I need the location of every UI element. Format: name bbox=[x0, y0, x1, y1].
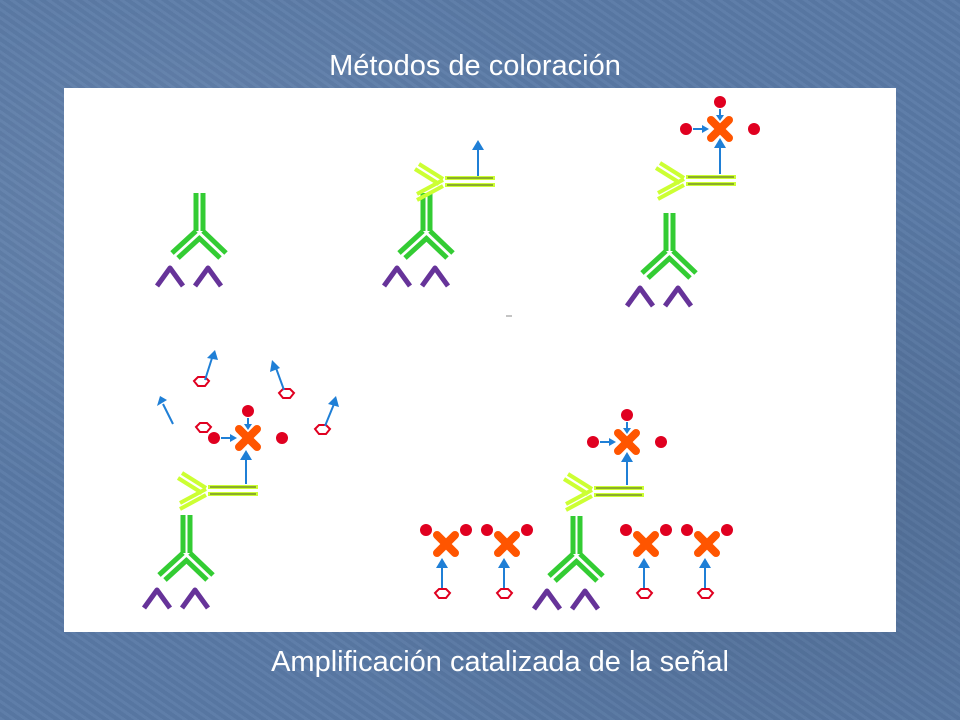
tyramide-icon bbox=[420, 524, 472, 599]
tyramide-icon bbox=[270, 360, 295, 399]
secondary-antibody-icon bbox=[654, 161, 738, 201]
amplification-figure-right bbox=[420, 409, 733, 609]
direct-method-figure bbox=[157, 193, 226, 286]
tyramide-icon bbox=[620, 524, 672, 599]
primary-antibody-icon bbox=[399, 193, 453, 258]
antigen-icon bbox=[534, 591, 598, 609]
primary-antibody-icon bbox=[642, 213, 696, 278]
enzyme-complex-icon bbox=[208, 405, 288, 447]
antigen-icon bbox=[627, 288, 691, 306]
slide-title: Métodos de coloración bbox=[329, 50, 621, 82]
antigen-icon bbox=[157, 268, 221, 286]
primary-antibody-icon bbox=[159, 515, 213, 580]
amplification-figure-left bbox=[144, 350, 339, 608]
diagram-panel bbox=[64, 88, 896, 632]
indirect-method-figure bbox=[384, 140, 497, 286]
tyramide-icon bbox=[481, 524, 533, 599]
primary-antibody-icon bbox=[172, 193, 226, 258]
tyramide-icon bbox=[681, 524, 733, 599]
signal-arrow-icon bbox=[472, 140, 484, 176]
secondary-antibody-icon bbox=[413, 162, 497, 202]
antigen-icon bbox=[144, 590, 208, 608]
slide-caption: Amplificación catalizada de la señal bbox=[271, 646, 729, 678]
tyramide-icon bbox=[157, 396, 212, 433]
tyramide-icon bbox=[314, 396, 339, 435]
enzyme-complex-icon bbox=[587, 409, 667, 451]
secondary-antibody-icon bbox=[562, 472, 646, 512]
enzyme-complex-icon bbox=[680, 96, 760, 138]
staining-methods-diagram bbox=[64, 88, 896, 632]
tyramide-icon bbox=[193, 350, 218, 387]
enzyme-complex-method-figure bbox=[627, 96, 760, 306]
primary-antibody-icon bbox=[549, 516, 603, 581]
antigen-icon bbox=[384, 268, 448, 286]
